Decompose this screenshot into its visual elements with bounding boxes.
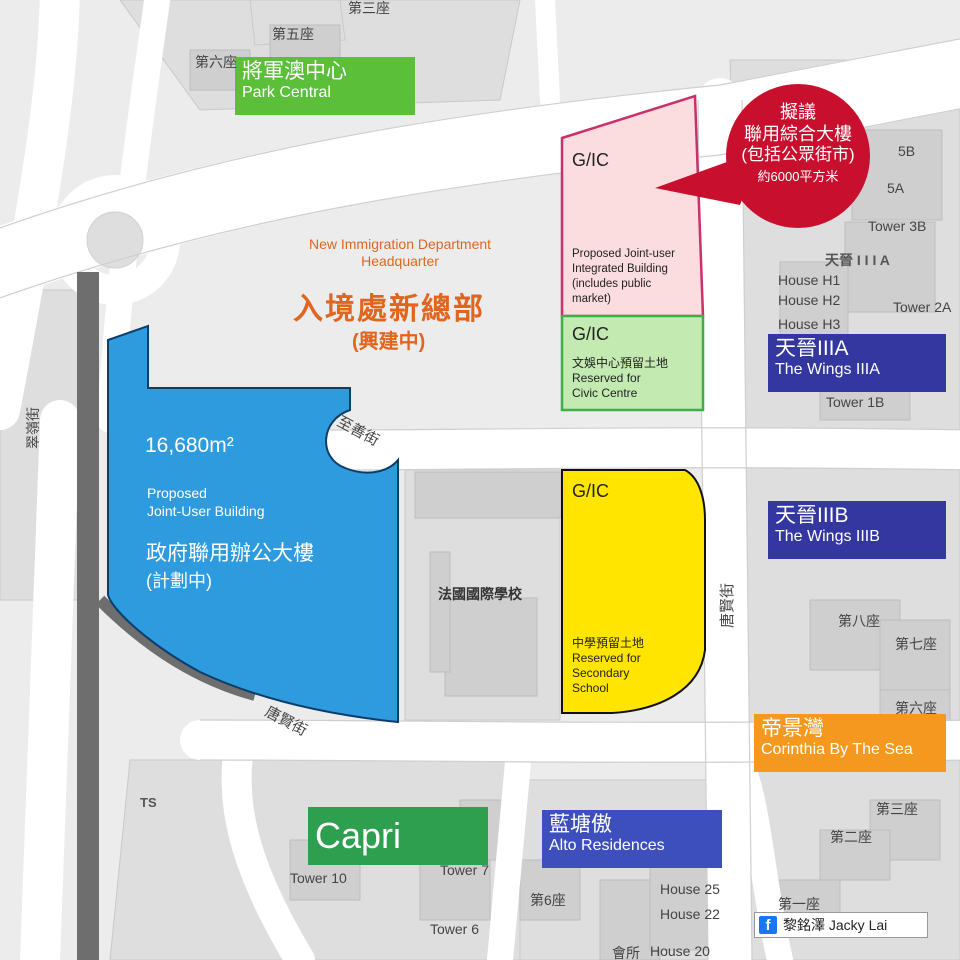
highway [77,272,257,960]
gic-pink-title: G/IC [572,150,610,170]
wings-iiib-zh: 天晉IIIB [775,504,849,527]
label-alto: 藍塘傲 Alto Residences [542,810,722,868]
corinthia-zh: 帝景灣 [761,717,824,740]
plot-joint-user-building [107,324,399,724]
gic-pink-desc-4: market) [572,292,611,305]
bldg-house-h3: House H3 [778,316,841,332]
label-capri: Capri [308,807,488,865]
label-park-central: 將軍澳中心 Park Central [235,57,415,115]
gic-yellow-title: G/IC [572,481,610,501]
bldg-tower-10: Tower 10 [290,870,347,886]
label-wings-iiib: 天晉IIIB The Wings IIIB [768,501,946,559]
bldg-7th: 第七座 [895,636,937,652]
bldg-tower-7: Tower 7 [440,862,490,878]
blue-plot-en1: Proposed [147,485,207,501]
callout-line2: 聯用綜合大樓 [744,123,852,144]
immigration-en2: Headquarter [361,252,439,269]
bldg-tower-6: Tower 6 [430,921,480,937]
credit-badge[interactable]: f 黎銘澤 Jacky Lai [754,912,928,938]
plot-gic-yellow [561,469,706,714]
corinthia-en: Corinthia By The Sea [761,741,913,759]
gic-pink-desc-3: (includes public [572,277,652,290]
street-tong-yin-bottom: 唐賢街 [719,582,737,629]
gic-pink-desc: Proposed Joint-user Integrated Building … [572,247,675,307]
bldg-5th: 第五座 [272,26,314,42]
gic-pink-desc-2: Integrated Building [572,262,668,275]
blue-plot-area: 16,680m² [145,434,234,457]
bldg-tower-3b: Tower 3B [868,218,927,234]
bldg-tower-2a: Tower 2A [893,299,952,315]
gic-green-desc: 文娛中心預留土地 Reserved for Civic Centre [572,356,668,401]
bldg-house-25: House 25 [660,881,720,897]
facebook-icon: f [759,916,777,934]
label-corinthia: 帝景灣 Corinthia By The Sea [754,714,946,772]
callout-line1: 擬議 [780,102,816,122]
bldg-wings-iiia-small: 天晉 I I I A [825,252,890,268]
place-french-school: 法國國際學校 [438,586,522,602]
wings-iiia-en: The Wings IIIA [775,361,880,379]
gic-yellow-desc: 中學預留土地 Reserved for Secondary School [572,636,644,696]
gic-yellow-en1: Reserved for [572,651,641,665]
gic-green-zh: 文娛中心預留土地 [572,356,669,370]
credit-name: 黎銘澤 Jacky Lai [783,917,888,933]
bldg-6th-top: 第六座 [195,54,237,70]
bldg-5a: 5A [887,180,905,196]
blue-plot-en: Proposed Joint-User Building [147,484,265,520]
blue-plot-status: (計劃中) [146,571,212,591]
bldg-6th-right: 第六座 [895,700,937,716]
bldg-3rd-right: 第三座 [876,801,918,817]
bldg-5b: 5B [898,143,916,159]
label-wings-iiia: 天晉IIIA The Wings IIIA [768,334,946,392]
gic-yellow-en2: Secondary [572,666,630,680]
gic-yellow-zh: 中學預留土地 [572,636,645,650]
wings-iiia-zh: 天晉IIIA [775,337,849,360]
bldg-3rd-top: 第三座 [348,0,390,16]
gic-green-title: G/IC [572,324,610,344]
place-ts: TS [140,795,157,810]
wings-iiib-en: The Wings IIIB [775,528,880,546]
bldg-tower-1b: Tower 1B [826,394,885,410]
alto-zh: 藍塘傲 [549,813,612,836]
park-central-zh: 將軍澳中心 [242,60,347,83]
callout-line4: 約6000平方米 [757,168,839,184]
callout-line3: (包括公眾街市) [741,145,855,165]
bldg-6th-bottom: 第6座 [530,892,566,908]
bldg-clubhouse: 會所 [612,945,640,960]
bldg-house-h1: House H1 [778,272,841,288]
immigration-status: (興建中) [352,331,426,353]
immigration-zh: 入境處新總部 [293,293,485,326]
park-central-en: Park Central [242,84,331,102]
bldg-1st: 第一座 [778,896,820,912]
callout-text: 擬議 聯用綜合大樓 (包括公眾街市) 約6000平方米 [726,102,870,184]
gic-green-en1: Reserved for [572,371,641,385]
callout-bubble [655,84,870,228]
immigration-en1: New Immigration Department [308,236,492,252]
capri-name: Capri [315,815,402,856]
bldg-house-h2: House H2 [778,292,841,308]
blue-plot-en2: Joint-User Building [147,503,265,520]
blue-plot-zh: 政府聯用辦公大樓 [146,542,314,565]
immigration-en: New Immigration Department Headquarter [290,236,510,270]
alto-en: Alto Residences [549,837,665,855]
street-chui-ling: 翠嶺街 [25,407,41,449]
gic-yellow-en3: School [572,681,609,695]
gic-pink-desc-1: Proposed Joint-user [572,248,675,260]
bldg-house-22: House 22 [660,906,720,922]
bldg-8th: 第八座 [838,613,880,629]
plot-gic-green [560,314,705,412]
gic-green-en2: Civic Centre [572,386,638,400]
bldg-house-20: House 20 [650,943,710,959]
bldg-2nd: 第二座 [830,829,872,845]
